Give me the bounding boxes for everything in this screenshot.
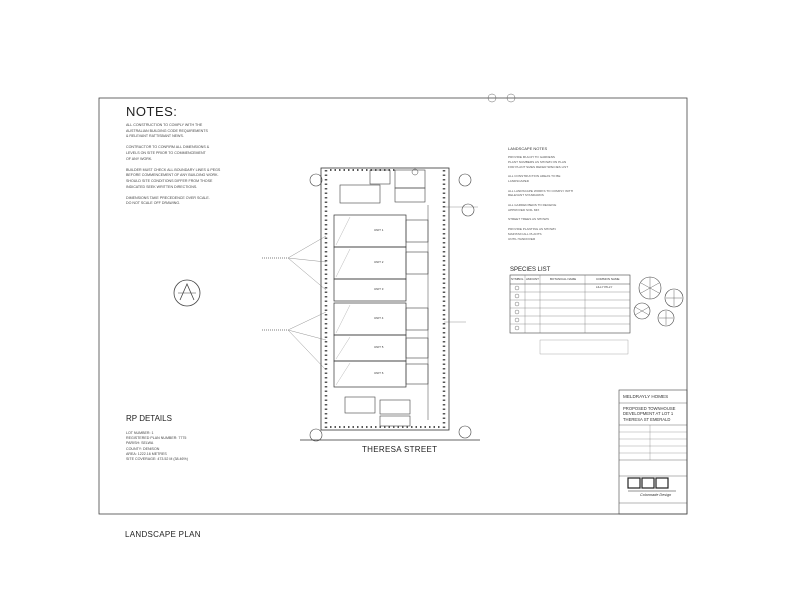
rp-details-line: PARISH: SELWA bbox=[126, 441, 154, 446]
outdoor-area bbox=[339, 184, 381, 204]
unit-outline bbox=[333, 302, 407, 336]
landscape-notes-line: APPROVED SOIL MIX bbox=[508, 207, 540, 212]
unit-outline bbox=[333, 214, 407, 248]
rp-details-line: REGISTERED PLAN NUMBER: 7775 bbox=[126, 436, 187, 441]
notes-line: AUSTRALIAN BUILDING CODE REQUIREMENTS bbox=[126, 128, 208, 133]
unit-label: UNIT 1 bbox=[374, 228, 384, 232]
notes-line: BEFORE COMMENCEMENT OF ANY BUILDING WORK… bbox=[126, 173, 219, 178]
unit-outline bbox=[333, 360, 407, 388]
notes-line: INDICATED SEEK WRITTEN DIRECTIONS. bbox=[126, 184, 198, 189]
landscape-plan-title: LANDSCAPE PLAN bbox=[125, 530, 201, 539]
guest-parking-bottom bbox=[379, 399, 411, 415]
landscape-notes-title: LANDSCAPE NOTES bbox=[508, 146, 548, 151]
rp-details-line: SITE COVERAGE: 473.52 M (38.46%) bbox=[126, 457, 188, 462]
notes-line: DO NOT SCALE OFF DRAWING. bbox=[126, 201, 181, 206]
street-tree bbox=[458, 425, 472, 439]
guest-parking bbox=[394, 169, 426, 189]
rp-details-line: LOT NUMBER: 1 bbox=[126, 431, 154, 435]
title-block-client: MELDRAYLY HOMES bbox=[623, 394, 669, 399]
guest-parking-bottom-2 bbox=[379, 415, 411, 427]
street-tree bbox=[309, 428, 323, 442]
street-tree bbox=[461, 203, 475, 217]
unit-outline bbox=[333, 246, 407, 280]
species-header-common: COMMON NAME bbox=[596, 277, 620, 281]
unit-label: UNIT 3 bbox=[374, 287, 384, 291]
landscape-notes-line: UNTIL HANDOVER bbox=[508, 236, 536, 241]
landscape-notes-line: STREET TREES AS SHOWN bbox=[508, 217, 549, 222]
rp-details-line: COUNTY: DENISON bbox=[126, 446, 160, 451]
garage bbox=[405, 251, 429, 275]
unit-outline bbox=[333, 278, 407, 302]
garage bbox=[405, 307, 429, 331]
landscape-notes-line: ALL CONSTRUCTION AREAS TO BE bbox=[508, 174, 561, 179]
title-block bbox=[618, 389, 688, 515]
units-layout bbox=[333, 205, 429, 420]
species-header-botanical: BOTANICAL NAME bbox=[550, 277, 577, 281]
guest-parking-2 bbox=[394, 187, 426, 203]
notes-line: CONTRACTOR TO CONFIRM ALL DIMENSIONS & bbox=[126, 145, 210, 150]
species-header-symbol: SYMBOL bbox=[511, 277, 524, 281]
notes-line: ALL CONSTRUCTION TO COMPLY WITH THE bbox=[126, 123, 203, 127]
north-arrow-symbol bbox=[173, 279, 201, 307]
notes-line: OF ANY WORK. bbox=[126, 156, 153, 161]
landscape-notes-line: PROVIDE MULCH TO GARDENS bbox=[508, 155, 555, 159]
unit-label: UNIT 2 bbox=[374, 260, 384, 264]
landscape-notes-line: FOR PLANT SIZES REFER SPECIES LIST bbox=[508, 164, 569, 169]
bin-store bbox=[369, 169, 391, 185]
landscape-notes-line: RELEVANT STANDARDS bbox=[508, 193, 544, 198]
landscape-notes-line: ALL LANDSCAPE WORKS TO COMPLY WITH bbox=[508, 188, 573, 193]
notes-line: DIMENSIONS TAKE PRECEDENCE OVER SCALE. bbox=[126, 195, 210, 200]
species-common-name: LILLY PILLY bbox=[596, 285, 613, 289]
garage bbox=[405, 337, 429, 359]
firm-name: Colonnade Design bbox=[640, 493, 672, 497]
garage bbox=[405, 363, 429, 385]
notes-line: & RELEVANT RATTISBANT NEWS. bbox=[126, 134, 184, 139]
sheet-border bbox=[98, 97, 688, 515]
landscape-notes-line: ALL GARDEN BEDS TO RECEIVE bbox=[508, 202, 557, 207]
species-table bbox=[509, 274, 631, 355]
landscape-notes-line: PLANT NUMBERS AS SHOWN ON PLAN bbox=[508, 159, 567, 164]
notes-line: BUILDER MUST CHECK ALL BOUNDARY LINES & … bbox=[126, 167, 221, 172]
street-tree bbox=[458, 173, 472, 187]
bin-store-bottom bbox=[344, 396, 376, 414]
street-name: THERESA STREET bbox=[362, 445, 438, 454]
landscape-notes-line: LANDSCAPED bbox=[508, 178, 529, 183]
tree-symbols bbox=[633, 276, 684, 327]
north-tick bbox=[506, 93, 516, 103]
landscape-notes-line: PROVIDE PLANTING AS SHOWN bbox=[508, 226, 556, 231]
unit-label: UNIT 6 bbox=[374, 371, 384, 375]
street-tree bbox=[309, 173, 323, 187]
species-list-title: SPECIES LIST bbox=[510, 267, 551, 273]
title-block-project: PROPOSED TOWNHOUSE DEVELOPMENT AT LOT 1 … bbox=[623, 406, 676, 422]
rp-details-title: RP DETAILS bbox=[126, 414, 172, 423]
unit-label: UNIT 4 bbox=[374, 316, 384, 320]
unit-outline bbox=[333, 334, 407, 362]
garage bbox=[405, 219, 429, 243]
rp-details-line: AREA: 1222.16 METRES bbox=[126, 451, 167, 456]
notes-line: LEVELS ON SITE PRIOR TO COMMENCEMENT bbox=[126, 150, 206, 155]
unit-label: UNIT 5 bbox=[374, 345, 384, 349]
landscape-notes-line: MAINTAIN ALL PLANTS bbox=[508, 231, 542, 236]
notes-line: SHOULD SITE CONDITIONS DIFFER FROM THOSE bbox=[126, 178, 213, 183]
notes-title: NOTES: bbox=[126, 104, 178, 119]
site-boundary bbox=[320, 167, 450, 431]
north-tick bbox=[487, 93, 497, 103]
species-header-amount: AMOUNT bbox=[526, 277, 539, 281]
